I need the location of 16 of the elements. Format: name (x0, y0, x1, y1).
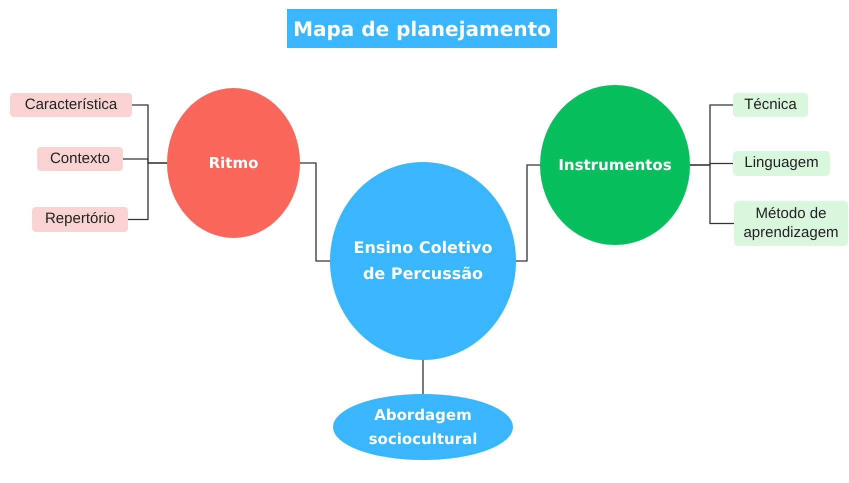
topic-ellipse: Instrumentos (540, 85, 690, 245)
subtopic-label: Linguagem (733, 151, 830, 176)
topic-ellipse: Abordagem sociocultural (333, 394, 513, 460)
connector-line (690, 164, 734, 224)
topic-ellipse: Ritmo (167, 88, 300, 238)
connector-line (516, 164, 540, 262)
subtopic-label: Técnica (733, 93, 808, 117)
subtopic-label: Característica (10, 93, 132, 117)
connector-line (300, 162, 330, 262)
subtopic-label: Repertório (32, 207, 128, 232)
connector-line (128, 162, 167, 220)
topic-ellipse: Ensino Coletivo de Percussão (330, 162, 516, 360)
subtopic-label: Contexto (37, 147, 123, 171)
connector-line (422, 360, 424, 394)
subtopic-label: Método de aprendizagem (734, 201, 848, 246)
title-banner: Mapa de planejamento (287, 9, 557, 48)
